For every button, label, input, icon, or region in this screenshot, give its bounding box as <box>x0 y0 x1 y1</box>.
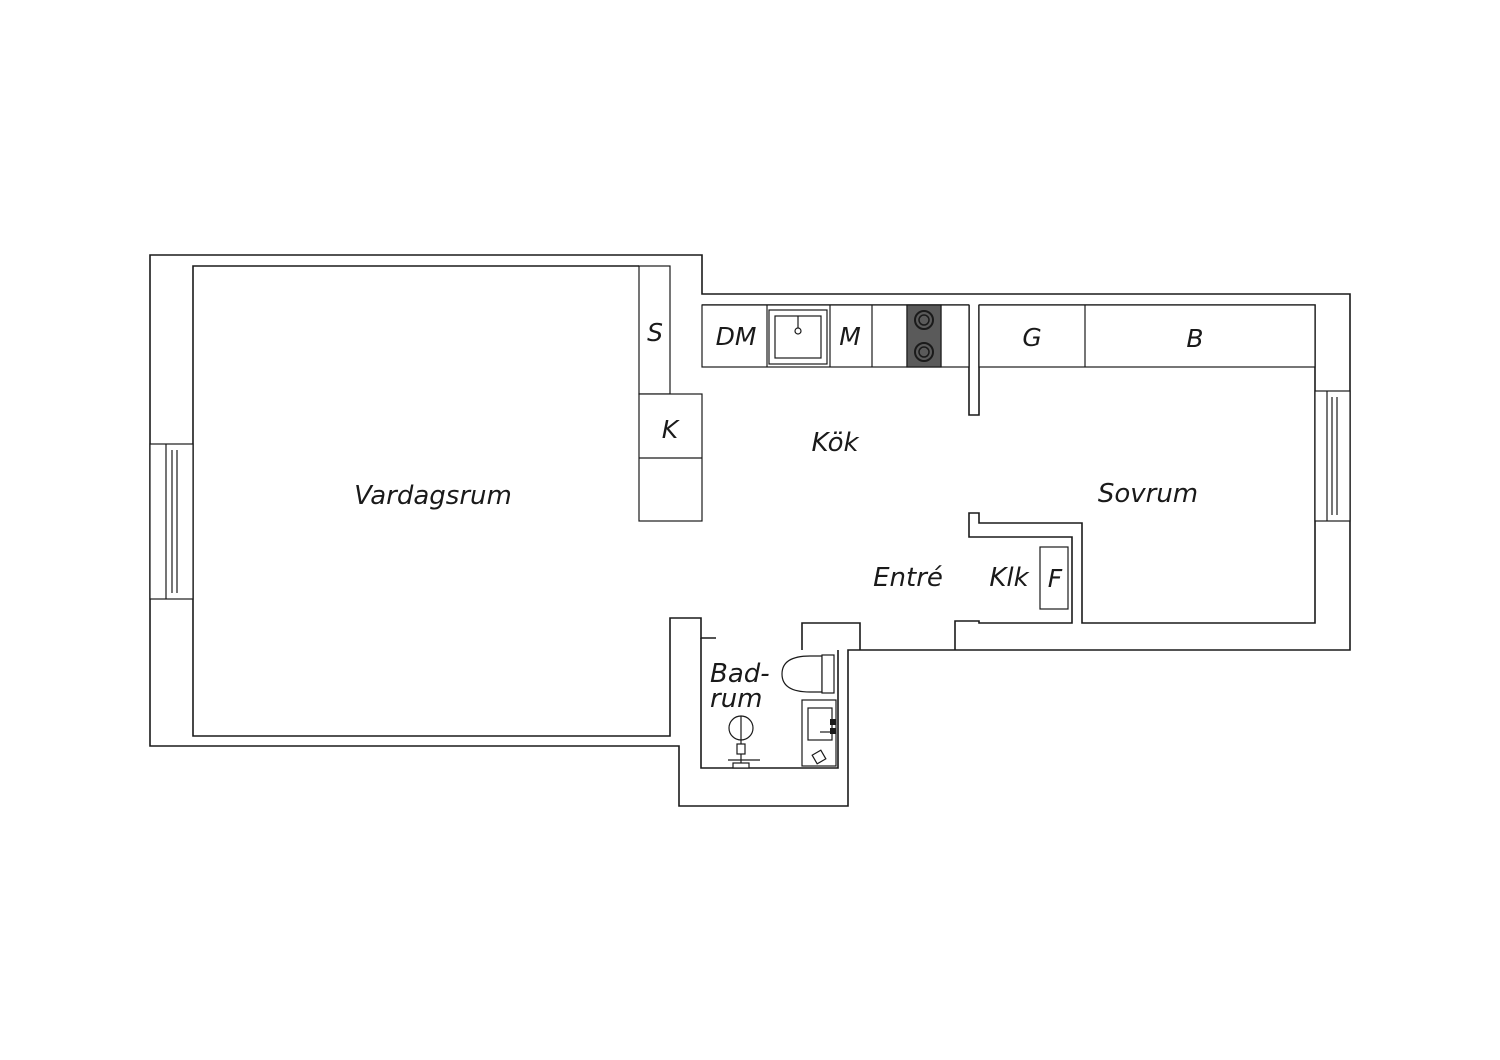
stove-icon <box>906 304 942 368</box>
fixture-label-f: F <box>1048 564 1063 593</box>
fixture-label-dm: DM <box>716 322 757 351</box>
living-room-wall <box>192 265 716 737</box>
fixture-label-g: G <box>1022 323 1041 352</box>
fixture-label-s: S <box>647 318 663 347</box>
bathroom-wall-left <box>700 638 839 769</box>
window-left <box>149 443 194 600</box>
fixture-label-b: B <box>1186 324 1203 353</box>
kitchen-partition <box>968 305 980 416</box>
closet-f <box>1039 546 1069 610</box>
room-label-sovrum: Sovrum <box>1098 479 1198 509</box>
room-label-badrum-1: Bad- <box>710 659 770 689</box>
kitchen-sink-icon <box>768 309 828 365</box>
window-right <box>1314 390 1351 522</box>
bedroom-wardrobes <box>978 304 1316 368</box>
room-label-entre: Entré <box>873 563 943 593</box>
outer-wall <box>149 254 1351 807</box>
room-label-vardagsrum: Vardagsrum <box>354 481 512 511</box>
bathroom-sink-icon <box>801 699 837 767</box>
bathroom-wall-door <box>801 622 861 650</box>
storage-column <box>638 265 703 522</box>
shower-icon <box>728 715 760 769</box>
fixture-label-m: M <box>839 322 861 351</box>
toilet-icon <box>781 654 835 694</box>
room-label-kok: Kök <box>811 428 859 458</box>
fixture-label-k: K <box>662 415 681 444</box>
bedroom-wall <box>954 304 1316 650</box>
room-label-klk: Klk <box>989 563 1029 593</box>
room-label-badrum-2: rum <box>710 684 763 714</box>
